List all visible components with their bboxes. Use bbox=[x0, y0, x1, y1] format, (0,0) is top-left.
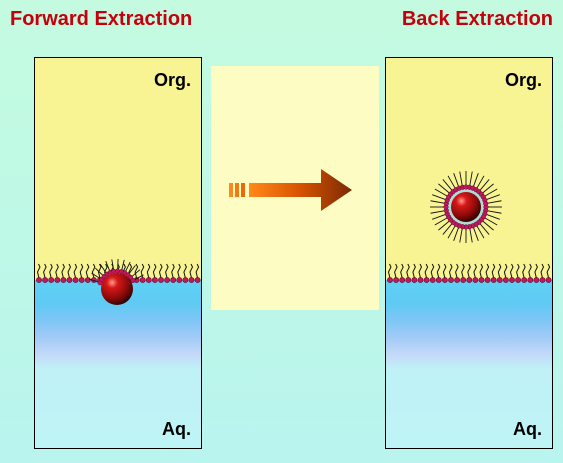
transition-box bbox=[211, 66, 379, 310]
aq-label: Aq. bbox=[162, 419, 191, 439]
aqueous-phase bbox=[386, 280, 552, 448]
org-label: Org. bbox=[153, 70, 191, 90]
protein-particle bbox=[451, 192, 481, 222]
partial-micelle bbox=[88, 259, 144, 286]
back-extraction-panel: Org. Aq. bbox=[385, 57, 553, 449]
organic-phase bbox=[386, 58, 552, 280]
aq-label: Aq. bbox=[513, 419, 542, 439]
organic-phase bbox=[35, 58, 201, 280]
forward-extraction-panel: Org. Aq. bbox=[34, 57, 202, 449]
org-label: Org. bbox=[504, 70, 542, 90]
aqueous-phase bbox=[35, 280, 201, 448]
interface-surfactant-layer bbox=[36, 259, 201, 305]
interface-surfactant-layer bbox=[387, 171, 552, 283]
protein-particle bbox=[101, 273, 133, 305]
forward-extraction-title: Forward Extraction bbox=[10, 8, 193, 30]
right-arrow-icon bbox=[229, 169, 352, 211]
back-extraction-title: Back Extraction bbox=[401, 8, 553, 30]
